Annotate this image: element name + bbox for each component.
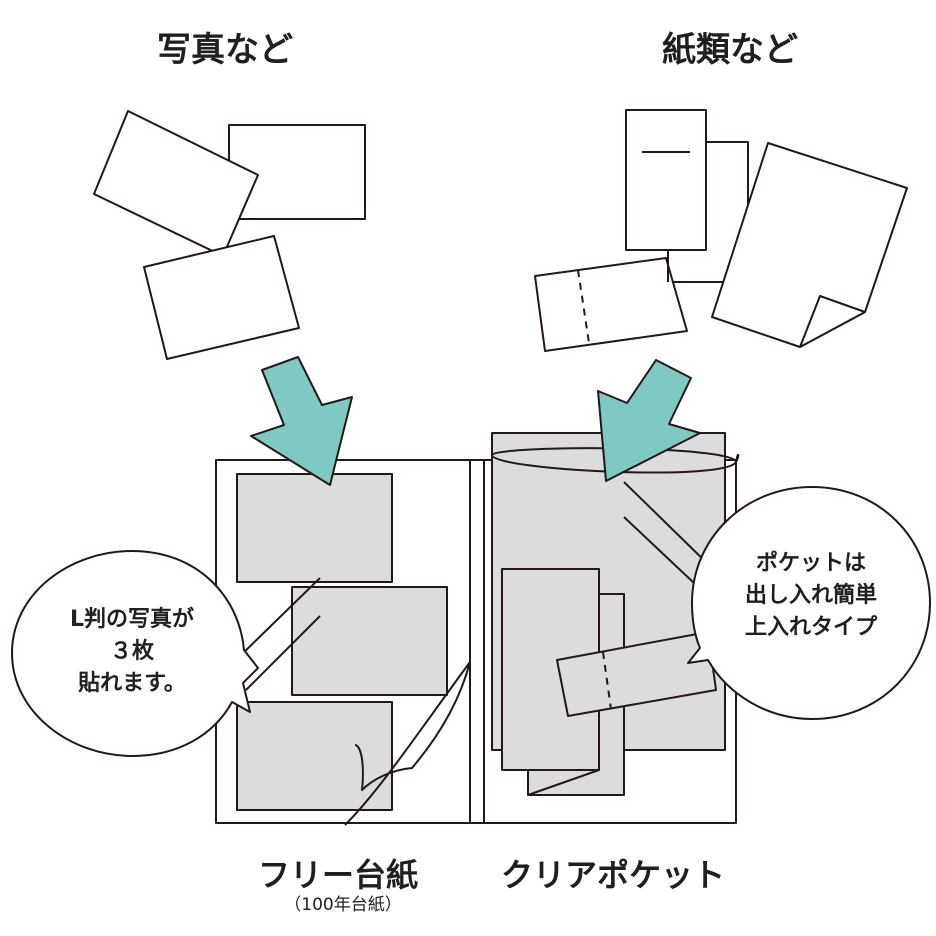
pocket-reflection-1 [623, 481, 713, 569]
bubble-left-line-2: ３枚 [109, 639, 154, 664]
arrow-photos-down-icon [250, 356, 353, 486]
bubble-left-shape [11, 550, 259, 757]
pocket-opening-curve [491, 453, 740, 474]
bubble-right-shape [687, 486, 931, 720]
loose-photo-3 [143, 235, 300, 360]
heading-photos: 写真など [157, 30, 293, 70]
mounted-photo-1 [236, 473, 393, 583]
caption-clear-pocket: クリアポケット [500, 856, 725, 894]
pocket-ticket-perforation [602, 651, 612, 710]
bubble-right-line-2: 出し入れ簡単 [744, 583, 877, 608]
heading-papers: 紙類など [662, 30, 798, 70]
pocket-ticket [556, 631, 717, 717]
bubble-left-line-3: 貼れます。 [78, 671, 186, 696]
caption-free-mount-note: （100年台紙） [284, 895, 402, 915]
film-reflection-2 [245, 615, 321, 691]
bubble-right-line-3: 上入れタイプ [744, 615, 877, 640]
caption-free-mount: フリー台紙 [257, 856, 418, 894]
paper-doc-front [625, 109, 707, 251]
mounted-photo-3 [236, 701, 393, 811]
bubble-left-text: L判の写真が ３枚 貼れます。 [24, 604, 240, 700]
film-peel-corner [344, 661, 471, 826]
bubble-right-line-1: ポケットは [755, 551, 866, 576]
bubble-left-line-1: L判の写真が [69, 607, 195, 632]
film-reflection-1 [237, 577, 321, 659]
paper-large-curl [799, 295, 866, 348]
arrow-papers-down-icon [597, 359, 701, 482]
paper-ticket [534, 257, 688, 352]
album-spine-left [469, 459, 485, 824]
bubble-right-text: ポケットは 出し入れ簡単 上入れタイプ [704, 548, 918, 644]
pocket-doc-fold [527, 769, 600, 796]
mounted-photo-2 [291, 586, 448, 696]
